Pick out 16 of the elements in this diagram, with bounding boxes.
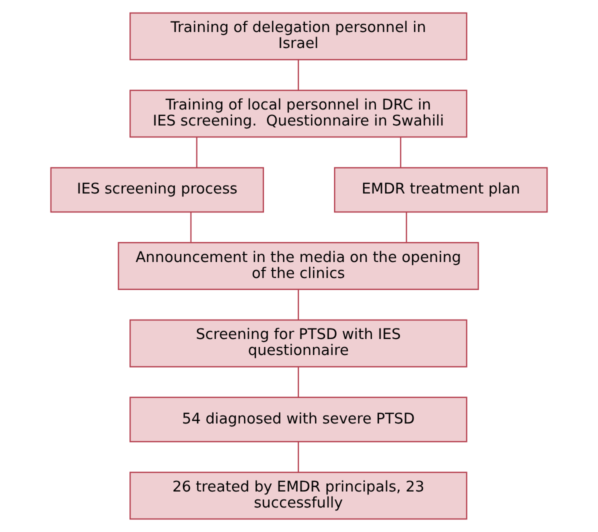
connector (196, 137, 198, 168)
connector (298, 290, 299, 320)
connector (406, 212, 408, 242)
node-box: 54 diagnosed with severe PTSD (130, 396, 468, 442)
node-box: Training of local personnel in DRC in IES screening. Questionnaire in Swahili (130, 90, 468, 138)
node-box: EMDR treatment plan (334, 167, 548, 213)
connector (190, 212, 192, 242)
connector (298, 367, 299, 398)
connector (298, 442, 299, 472)
node-box: Training of delegation personnel in Israel (130, 12, 468, 60)
node-box: Screening for PTSD with IES questionnaire (130, 319, 468, 368)
node-box: Announcement in the media on the opening of the clinics (118, 242, 479, 290)
node-box: 26 treated by EMDR principals, 23 successfully (130, 472, 468, 520)
connector (400, 137, 402, 168)
node-box: IES screening process (50, 167, 264, 213)
connector (298, 60, 299, 90)
